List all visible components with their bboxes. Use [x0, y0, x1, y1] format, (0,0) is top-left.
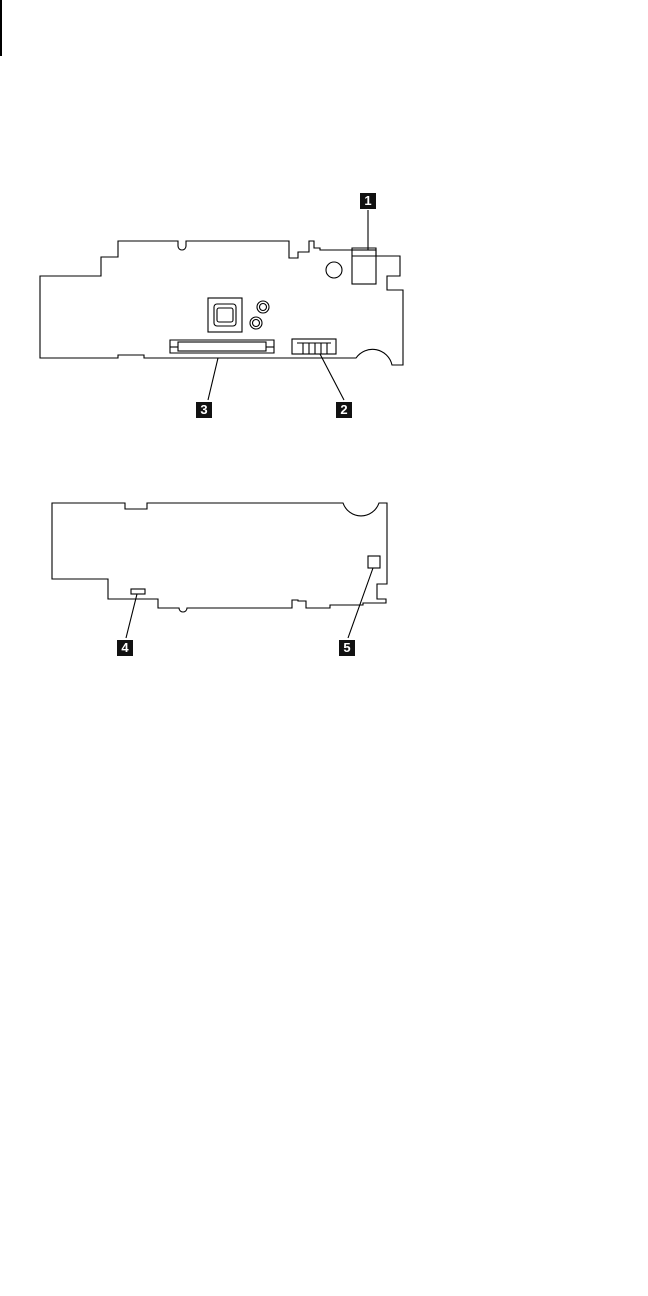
bottom-board-diagram: [0, 0, 648, 700]
leader-line-4: [126, 594, 137, 638]
bottom-board-outline: [52, 503, 387, 612]
callout-4: 4: [117, 640, 133, 656]
small-component-5: [368, 556, 380, 568]
small-component-4: [131, 589, 145, 594]
callout-5: 5: [339, 640, 355, 656]
